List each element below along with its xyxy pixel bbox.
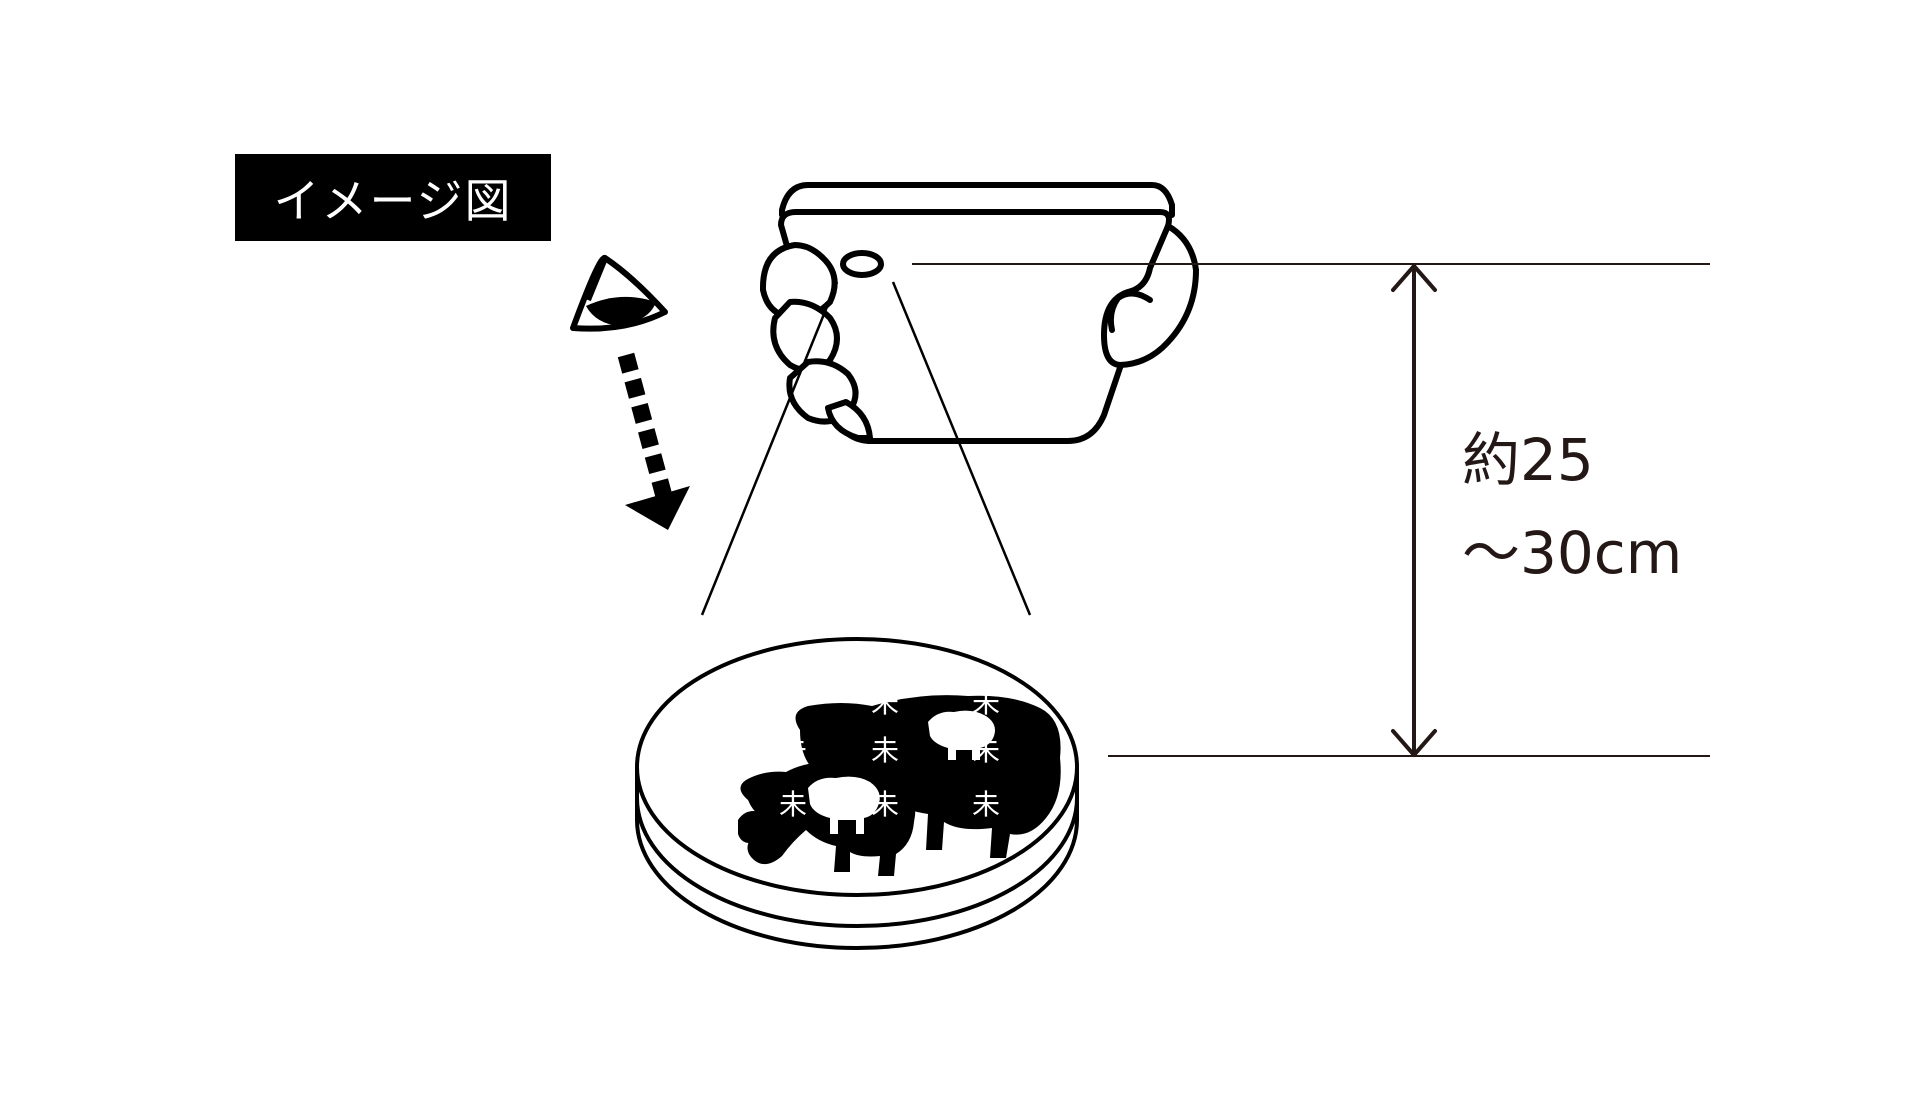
stamp-character-5: 未 (972, 734, 1000, 767)
stamp-character-4: 未 (871, 734, 899, 767)
stamp-character-6: 未 (779, 788, 807, 821)
stamp-character-2: 未 (972, 686, 1000, 719)
stamp-character-3: 未 (779, 734, 807, 767)
image-label: イメージ図 (235, 154, 551, 241)
lamb-silhouettes (808, 710, 995, 834)
view-cone-lines (700, 281, 1032, 616)
dimension-arrow-icon (1391, 264, 1437, 757)
stamp-character-8: 未 (972, 788, 1000, 821)
stamp-character-1: 未 (871, 686, 899, 719)
hands-holding-device-icon (759, 182, 1199, 444)
dashed-arrow-icon (617, 352, 690, 530)
stamp-character-7: 未 (871, 788, 899, 821)
reference-lines (912, 263, 1710, 757)
distance-label-line1: 約25 (1462, 426, 1594, 494)
eye-icon (570, 254, 668, 332)
distance-label-line2: 〜30cm (1462, 519, 1683, 587)
stamp-characters: 未未未未未未未未 (779, 686, 1000, 821)
